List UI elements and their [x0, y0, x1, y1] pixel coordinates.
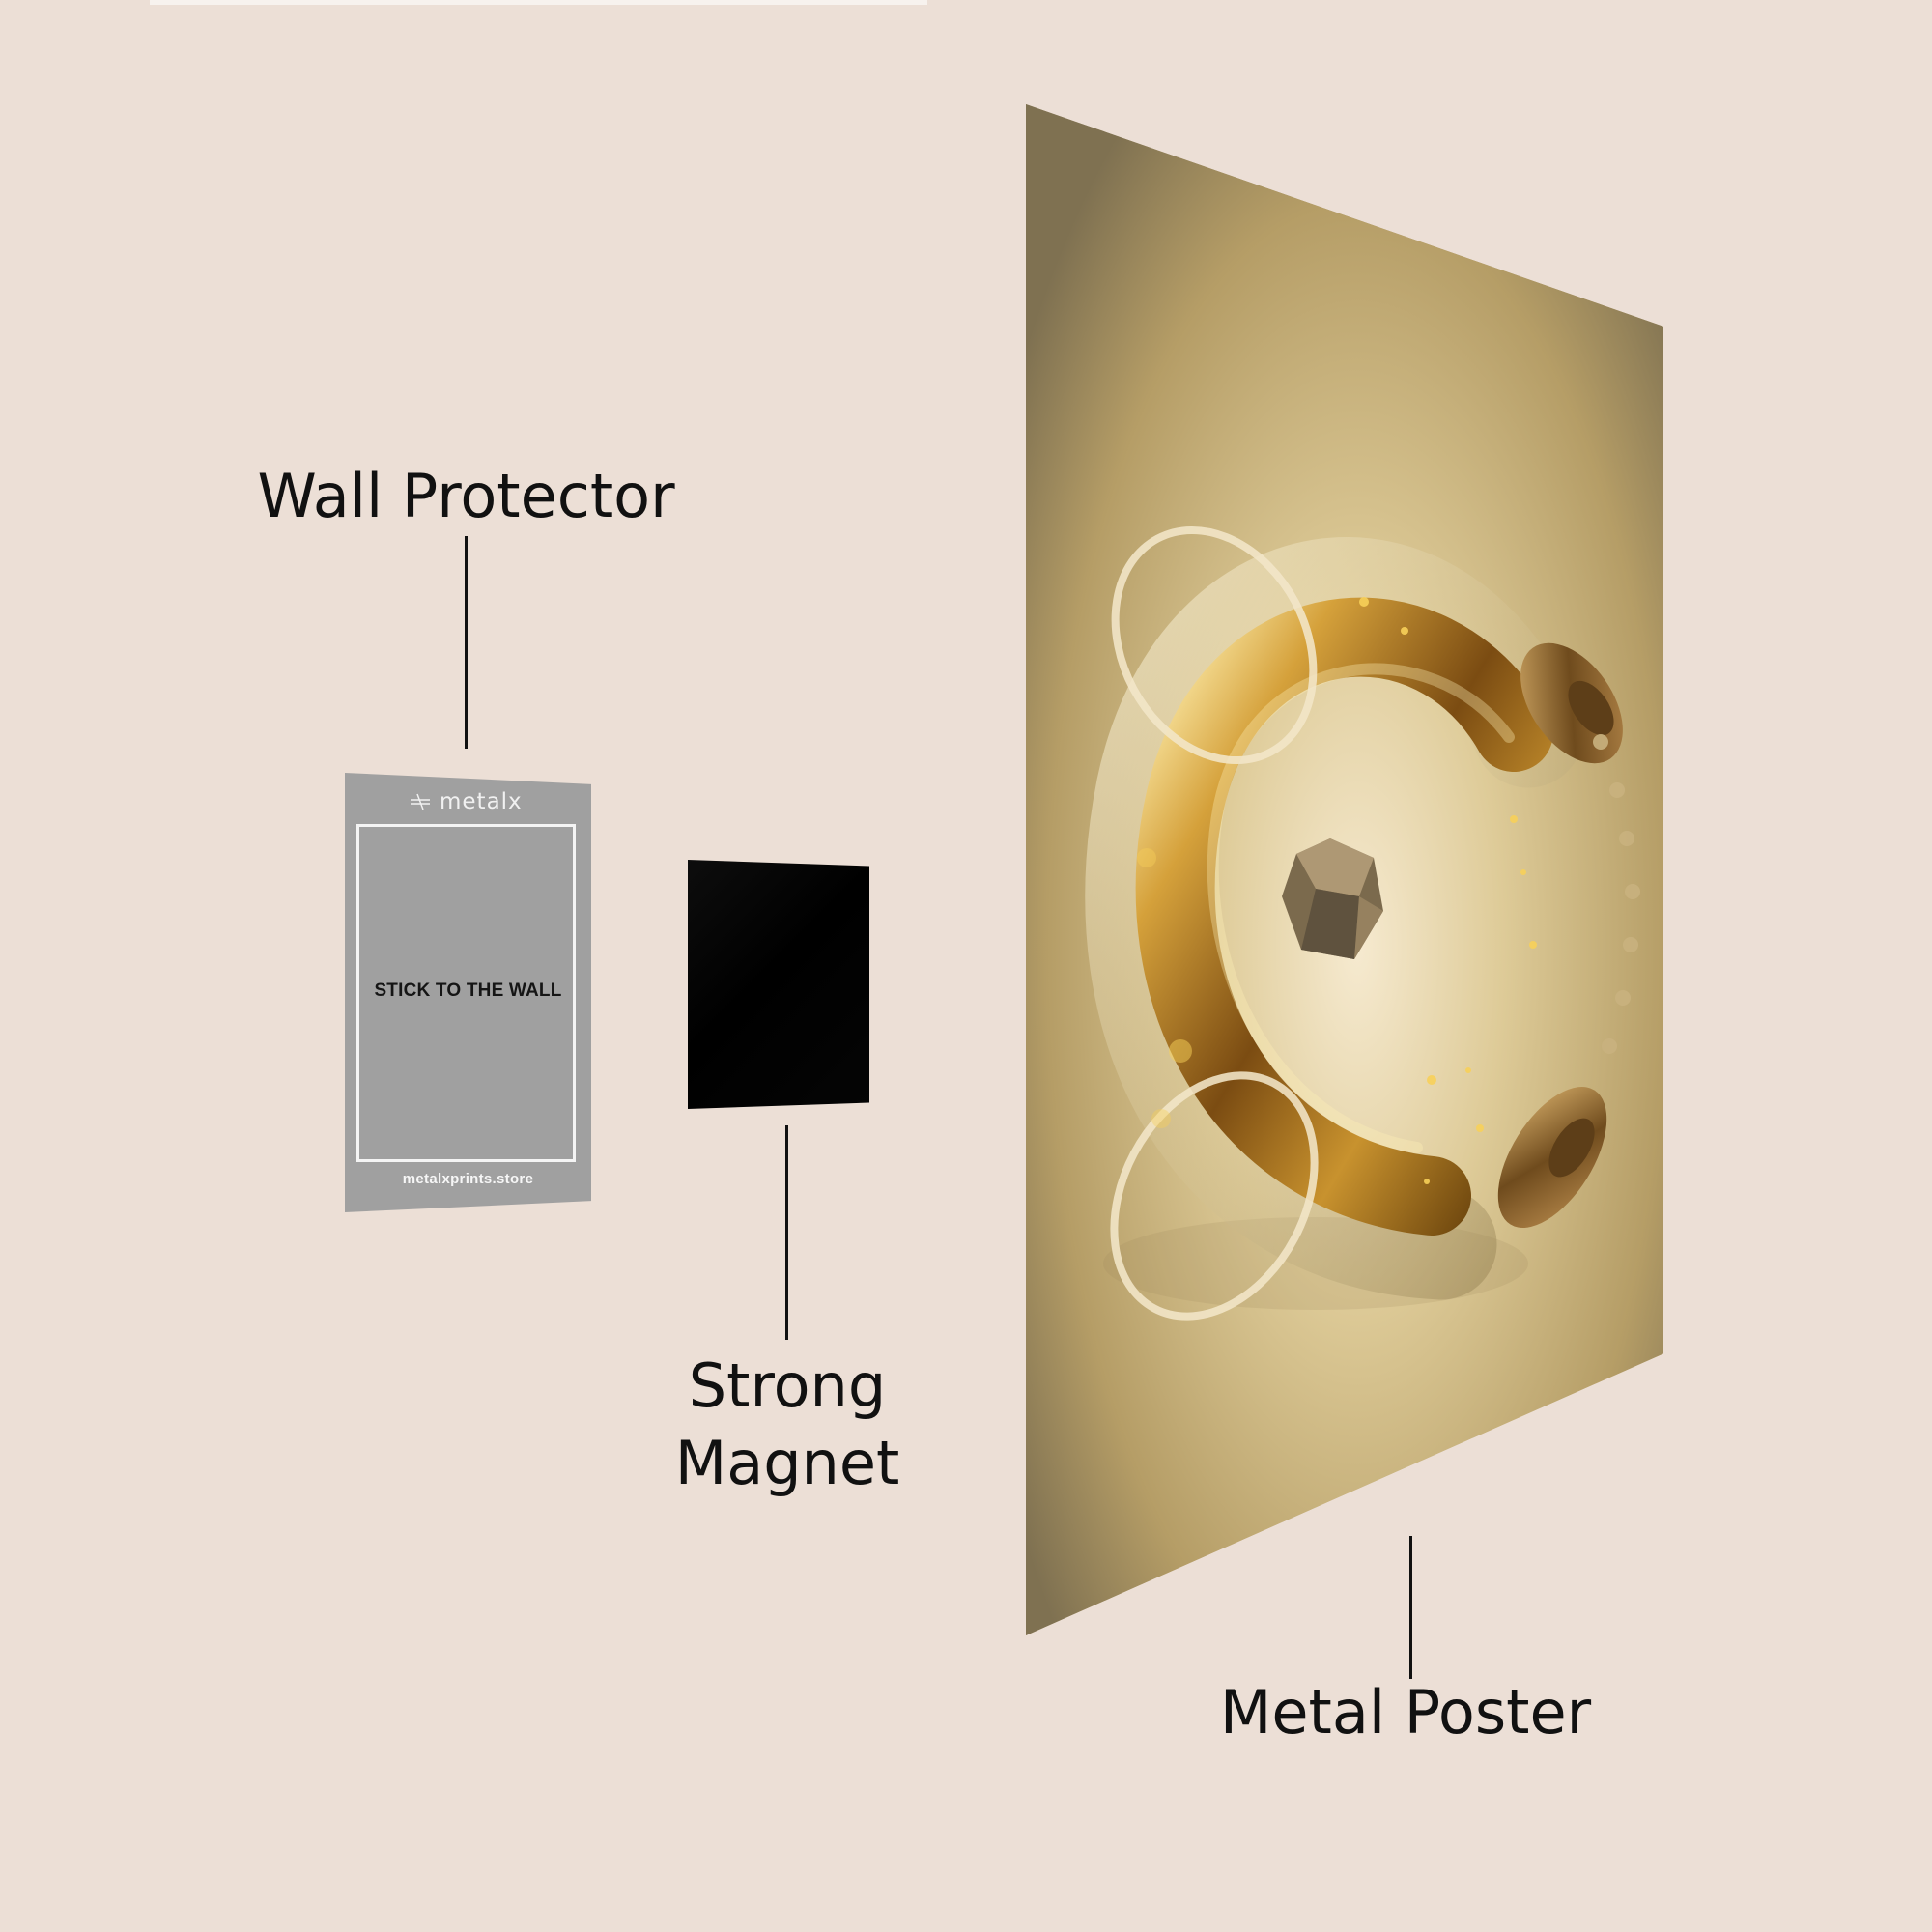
bead-arc: [1593, 734, 1640, 1054]
wall-protector-label: Wall Protector: [257, 461, 675, 531]
strong-magnet-plate: [688, 860, 869, 1109]
stick-to-wall-text: STICK TO THE WALL: [374, 980, 562, 1001]
metal-poster-leader-line: [1409, 1536, 1412, 1679]
strong-magnet-leader-line: [785, 1125, 788, 1340]
metal-poster: [1026, 104, 1663, 1635]
top-light-strip: [150, 0, 927, 5]
strong-magnet-label: Strong Magnet: [618, 1348, 956, 1502]
center-gem: [1282, 838, 1383, 959]
poster-artwork: [1026, 104, 1663, 1635]
metalx-logo: metalx: [409, 789, 544, 814]
wall-protector-leader-line: [465, 536, 468, 749]
metalx-mark-icon: [411, 793, 430, 810]
store-url-text: metalxprints.store: [402, 1171, 534, 1187]
brand-name: metalx: [440, 789, 523, 814]
wall-protector-card: metalx STICK TO THE WALL metalxprints.st…: [345, 773, 591, 1212]
top-end-cap: [1520, 642, 1623, 764]
strong-magnet-label-line-1: Strong: [688, 1350, 887, 1421]
sparkles: [1137, 597, 1537, 1184]
glass-ring-top: [1111, 526, 1318, 765]
strong-magnet-label-line-2: Magnet: [674, 1428, 900, 1498]
wall-protector-frame: [356, 824, 576, 1162]
glass-ring-bottom: [1110, 1071, 1319, 1321]
golden-c-torus: [1085, 537, 1584, 1300]
metal-poster-label: Metal Poster: [1219, 1677, 1592, 1747]
bottom-end-cap: [1497, 1086, 1607, 1229]
